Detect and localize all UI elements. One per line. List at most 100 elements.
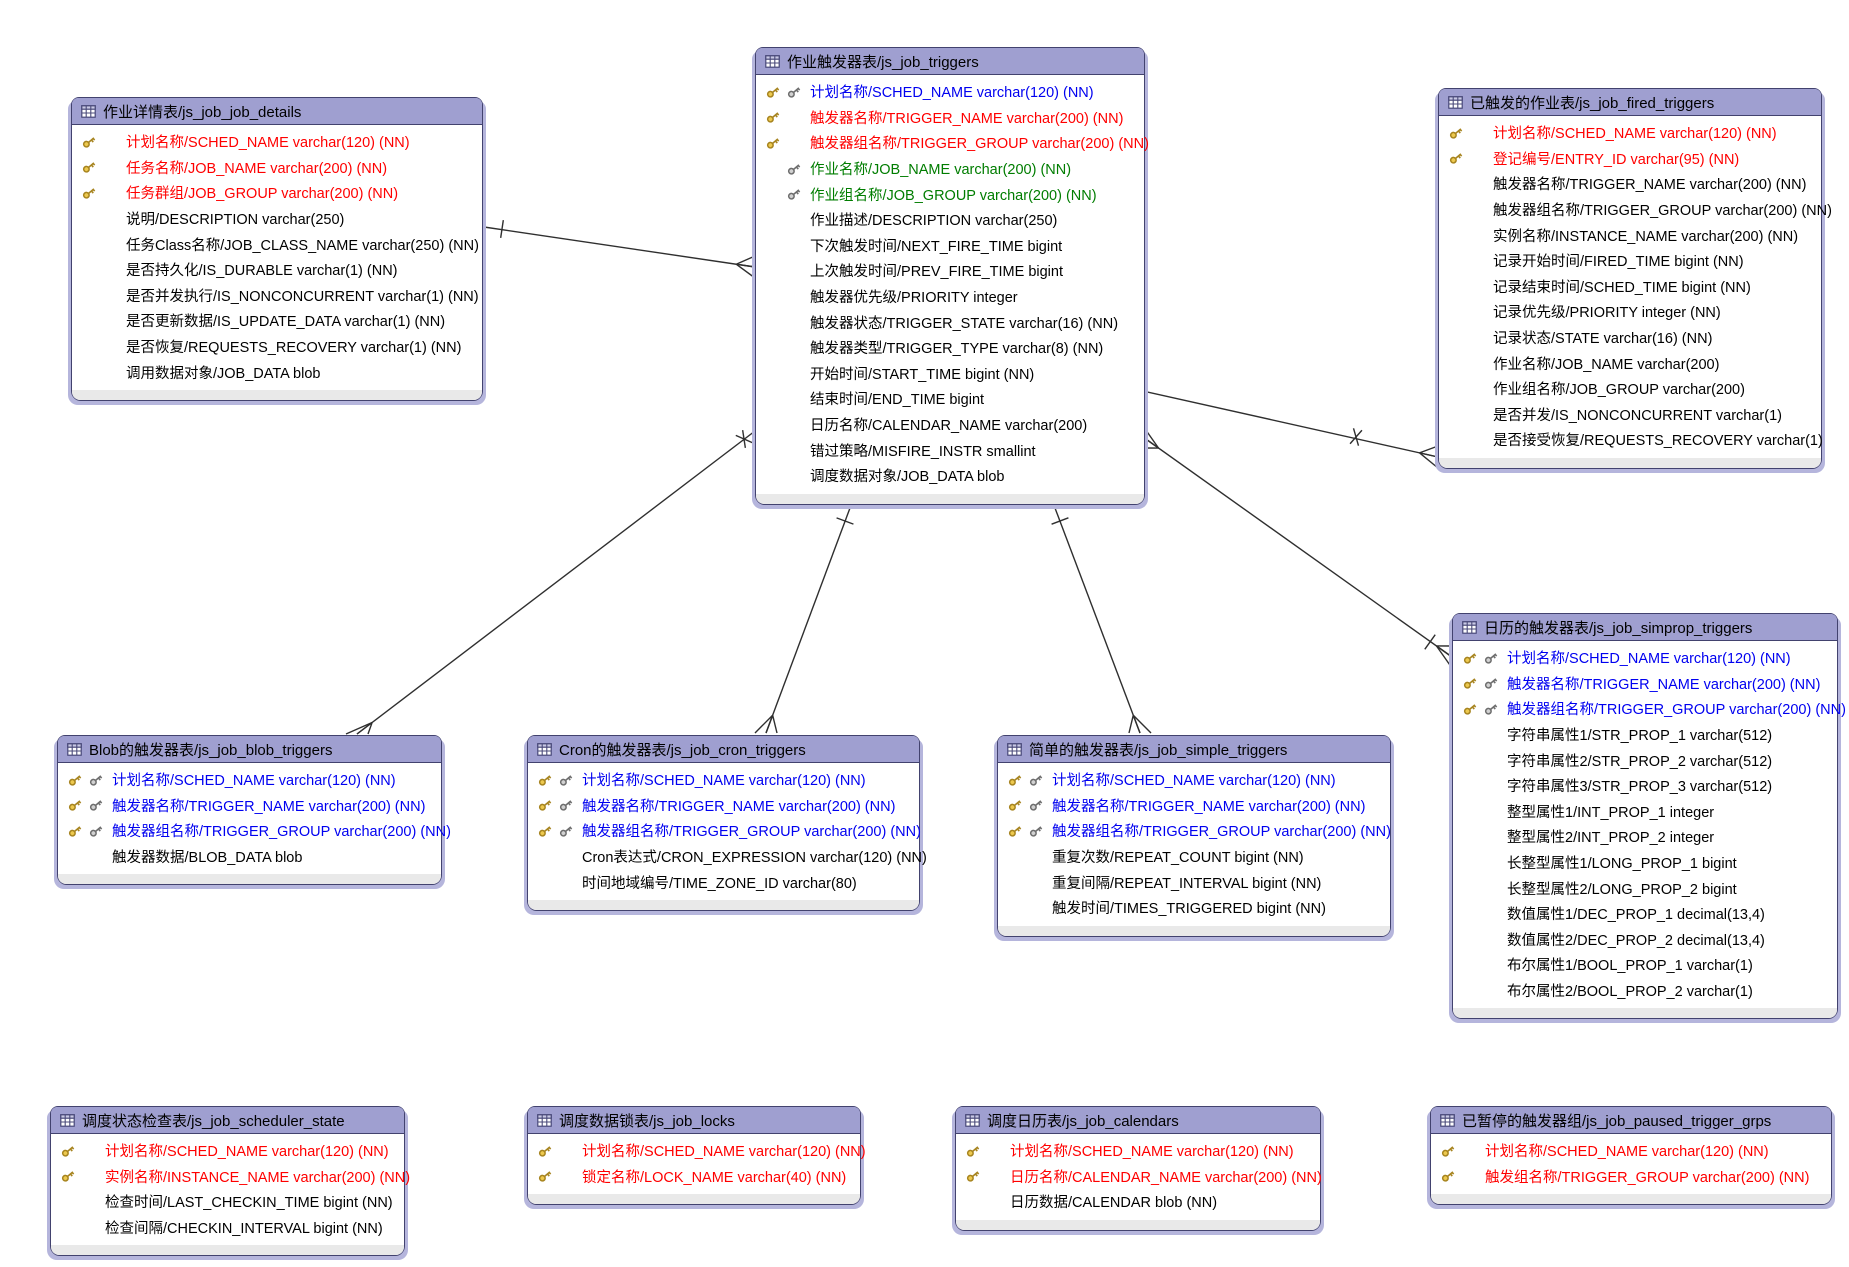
field-row[interactable]: 作业描述/DESCRIPTION varchar(250) <box>756 207 1144 233</box>
field-row[interactable]: 是否持久化/IS_DURABLE varchar(1) (NN) <box>72 257 482 283</box>
field-row[interactable]: 是否并发执行/IS_NONCONCURRENT varchar(1) (NN) <box>72 283 482 309</box>
table-header[interactable]: 作业详情表/js_job_job_details <box>72 98 482 125</box>
relationship-line[interactable] <box>345 429 756 735</box>
field-row[interactable]: 是否恢复/REQUESTS_RECOVERY varchar(1) (NN) <box>72 334 482 360</box>
field-row[interactable]: 记录优先级/PRIORITY integer (NN) <box>1439 299 1821 325</box>
field-row[interactable]: 下次触发时间/NEXT_FIRE_TIME bigint <box>756 233 1144 259</box>
field-row[interactable]: 字符串属性1/STR_PROP_1 varchar(512) <box>1453 722 1837 748</box>
field-row[interactable]: 布尔属性2/BOOL_PROP_2 varchar(1) <box>1453 978 1837 1004</box>
field-row[interactable]: 记录状态/STATE varchar(16) (NN) <box>1439 325 1821 351</box>
field-row[interactable]: 触发组名称/TRIGGER_GROUP varchar(200) (NN) <box>1431 1164 1831 1190</box>
table-header[interactable]: 已暂停的触发器组/js_job_paused_trigger_grps <box>1431 1107 1831 1134</box>
field-row[interactable]: 记录开始时间/FIRED_TIME bigint (NN) <box>1439 248 1821 274</box>
field-row[interactable]: 触发器名称/TRIGGER_NAME varchar(200) (NN) <box>1439 171 1821 197</box>
field-row[interactable]: 是否更新数据/IS_UPDATE_DATA varchar(1) (NN) <box>72 308 482 334</box>
table-header[interactable]: 已触发的作业表/js_job_fired_triggers <box>1439 89 1821 116</box>
field-row[interactable]: 检查间隔/CHECKIN_INTERVAL bigint (NN) <box>51 1215 404 1241</box>
field-row[interactable]: 日历名称/CALENDAR_NAME varchar(200) <box>756 412 1144 438</box>
field-row[interactable]: 触发器名称/TRIGGER_NAME varchar(200) (NN) <box>58 793 441 819</box>
field-row[interactable]: 开始时间/START_TIME bigint (NN) <box>756 361 1144 387</box>
field-row[interactable]: 数值属性1/DEC_PROP_1 decimal(13,4) <box>1453 901 1837 927</box>
field-row[interactable]: 作业组名称/JOB_GROUP varchar(200) <box>1439 376 1821 402</box>
field-row[interactable]: 实例名称/INSTANCE_NAME varchar(200) (NN) <box>51 1164 410 1190</box>
field-row[interactable]: 计划名称/SCHED_NAME varchar(120) (NN) <box>528 1138 866 1164</box>
table-js_job_simprop_triggers[interactable]: 日历的触发器表/js_job_simprop_triggers 计划名称/SCHE… <box>1452 613 1846 1020</box>
table-header[interactable]: Blob的触发器表/js_job_blob_triggers <box>58 736 441 763</box>
field-row[interactable]: 计划名称/SCHED_NAME varchar(120) (NN) <box>528 767 919 793</box>
field-row[interactable]: 触发器名称/TRIGGER_NAME varchar(200) (NN) <box>1453 671 1837 697</box>
field-row[interactable]: 触发器组名称/TRIGGER_GROUP varchar(200) (NN) <box>998 818 1391 844</box>
field-row[interactable]: 字符串属性3/STR_PROP_3 varchar(512) <box>1453 773 1837 799</box>
field-row[interactable]: 计划名称/SCHED_NAME varchar(120) (NN) <box>1453 645 1837 671</box>
field-row[interactable]: 计划名称/SCHED_NAME varchar(120) (NN) <box>998 767 1390 793</box>
field-row[interactable]: 触发器类型/TRIGGER_TYPE varchar(8) (NN) <box>756 335 1144 361</box>
field-row[interactable]: 数值属性2/DEC_PROP_2 decimal(13,4) <box>1453 927 1837 953</box>
table-js_job_fired_triggers[interactable]: 已触发的作业表/js_job_fired_triggers 计划名称/SCHED_… <box>1438 88 1832 469</box>
field-row[interactable]: 计划名称/SCHED_NAME varchar(120) (NN) <box>58 767 441 793</box>
table-header[interactable]: 调度状态检查表/js_job_scheduler_state <box>51 1107 404 1134</box>
field-row[interactable]: 作业名称/JOB_NAME varchar(200) (NN) <box>756 156 1144 182</box>
field-row[interactable]: 上次触发时间/PREV_FIRE_TIME bigint <box>756 258 1144 284</box>
field-row[interactable]: 说明/DESCRIPTION varchar(250) <box>72 206 482 232</box>
table-header[interactable]: 调度数据锁表/js_job_locks <box>528 1107 860 1134</box>
field-row[interactable]: 日历名称/CALENDAR_NAME varchar(200) (NN) <box>956 1164 1322 1190</box>
field-row[interactable]: 登记编号/ENTRY_ID varchar(95) (NN) <box>1439 146 1821 172</box>
table-js_job_paused_trigger_grps[interactable]: 已暂停的触发器组/js_job_paused_trigger_grps 计划名称/… <box>1430 1106 1832 1206</box>
table-js_job_job_details[interactable]: 作业详情表/js_job_job_details 计划名称/SCHED_NAME … <box>71 97 483 401</box>
field-row[interactable]: 触发器优先级/PRIORITY integer <box>756 284 1144 310</box>
field-row[interactable]: 日历数据/CALENDAR blob (NN) <box>956 1189 1320 1215</box>
field-row[interactable]: 调度数据对象/JOB_DATA blob <box>756 463 1144 489</box>
field-row[interactable]: 记录结束时间/SCHED_TIME bigint (NN) <box>1439 274 1821 300</box>
field-row[interactable]: 长整型属性2/LONG_PROP_2 bigint <box>1453 875 1837 901</box>
table-header[interactable]: 作业触发器表/js_job_triggers <box>756 48 1144 75</box>
relationship-line[interactable] <box>754 507 854 734</box>
relationship-line[interactable] <box>483 219 756 279</box>
field-row[interactable]: 锁定名称/LOCK_NAME varchar(40) (NN) <box>528 1164 860 1190</box>
field-row[interactable]: 触发器组名称/TRIGGER_GROUP varchar(200) (NN) <box>1453 696 1846 722</box>
table-js_job_blob_triggers[interactable]: Blob的触发器表/js_job_blob_triggers 计划名称/SCHED… <box>57 735 451 886</box>
field-row[interactable]: 触发器数据/BLOB_DATA blob <box>58 844 441 870</box>
table-js_job_simple_triggers[interactable]: 简单的触发器表/js_job_simple_triggers 计划名称/SCHED… <box>997 735 1391 937</box>
field-row[interactable]: 实例名称/INSTANCE_NAME varchar(200) (NN) <box>1439 222 1821 248</box>
field-row[interactable]: Cron表达式/CRON_EXPRESSION varchar(120) (NN… <box>528 844 927 870</box>
field-row[interactable]: 重复间隔/REPEAT_INTERVAL bigint (NN) <box>998 869 1390 895</box>
field-row[interactable]: 是否并发/IS_NONCONCURRENT varchar(1) <box>1439 402 1821 428</box>
field-row[interactable]: 任务Class名称/JOB_CLASS_NAME varchar(250) (N… <box>72 231 482 257</box>
field-row[interactable]: 整型属性2/INT_PROP_2 integer <box>1453 824 1837 850</box>
table-js_job_calendars[interactable]: 调度日历表/js_job_calendars 计划名称/SCHED_NAME va… <box>955 1106 1322 1231</box>
field-row[interactable]: 计划名称/SCHED_NAME varchar(120) (NN) <box>756 79 1144 105</box>
field-row[interactable]: 触发时间/TIMES_TRIGGERED bigint (NN) <box>998 895 1390 921</box>
table-header[interactable]: 调度日历表/js_job_calendars <box>956 1107 1320 1134</box>
relationship-line[interactable] <box>1051 507 1152 734</box>
field-row[interactable]: 触发器名称/TRIGGER_NAME varchar(200) (NN) <box>528 793 919 819</box>
field-row[interactable]: 触发器组名称/TRIGGER_GROUP varchar(200) (NN) <box>756 130 1149 156</box>
field-row[interactable]: 字符串属性2/STR_PROP_2 varchar(512) <box>1453 747 1837 773</box>
field-row[interactable]: 整型属性1/INT_PROP_1 integer <box>1453 799 1837 825</box>
table-header[interactable]: 日历的触发器表/js_job_simprop_triggers <box>1453 614 1837 641</box>
field-row[interactable]: 计划名称/SCHED_NAME varchar(120) (NN) <box>72 129 482 155</box>
field-row[interactable]: 结束时间/END_TIME bigint <box>756 386 1144 412</box>
field-row[interactable]: 布尔属性1/BOOL_PROP_1 varchar(1) <box>1453 952 1837 978</box>
field-row[interactable]: 重复次数/REPEAT_COUNT bigint (NN) <box>998 844 1390 870</box>
field-row[interactable]: 触发器名称/TRIGGER_NAME varchar(200) (NN) <box>756 105 1144 131</box>
table-header[interactable]: Cron的触发器表/js_job_cron_triggers <box>528 736 919 763</box>
field-row[interactable]: 计划名称/SCHED_NAME varchar(120) (NN) <box>956 1138 1320 1164</box>
field-row[interactable]: 错过策略/MISFIRE_INSTR smallint <box>756 437 1144 463</box>
field-row[interactable]: 是否接受恢复/REQUESTS_RECOVERY varchar(1) <box>1439 427 1823 453</box>
field-row[interactable]: 时间地域编号/TIME_ZONE_ID varchar(80) <box>528 869 919 895</box>
field-row[interactable]: 触发器组名称/TRIGGER_GROUP varchar(200) (NN) <box>1439 197 1832 223</box>
field-row[interactable]: 触发器名称/TRIGGER_NAME varchar(200) (NN) <box>998 793 1390 819</box>
table-js_job_cron_triggers[interactable]: Cron的触发器表/js_job_cron_triggers 计划名称/SCHED… <box>527 735 927 911</box>
field-row[interactable]: 计划名称/SCHED_NAME varchar(120) (NN) <box>1431 1138 1831 1164</box>
field-row[interactable]: 任务群组/JOB_GROUP varchar(200) (NN) <box>72 180 482 206</box>
table-header[interactable]: 简单的触发器表/js_job_simple_triggers <box>998 736 1390 763</box>
table-js_job_locks[interactable]: 调度数据锁表/js_job_locks 计划名称/SCHED_NAME varch… <box>527 1106 866 1206</box>
field-row[interactable]: 计划名称/SCHED_NAME varchar(120) (NN) <box>1439 120 1821 146</box>
field-row[interactable]: 触发器状态/TRIGGER_STATE varchar(16) (NN) <box>756 309 1144 335</box>
field-row[interactable]: 触发器组名称/TRIGGER_GROUP varchar(200) (NN) <box>58 818 451 844</box>
field-row[interactable]: 长整型属性1/LONG_PROP_1 bigint <box>1453 850 1837 876</box>
field-row[interactable]: 调用数据对象/JOB_DATA blob <box>72 359 482 385</box>
field-row[interactable]: 触发器组名称/TRIGGER_GROUP varchar(200) (NN) <box>528 818 921 844</box>
table-js_job_triggers[interactable]: 作业触发器表/js_job_triggers 计划名称/SCHED_NAME va… <box>755 47 1149 505</box>
